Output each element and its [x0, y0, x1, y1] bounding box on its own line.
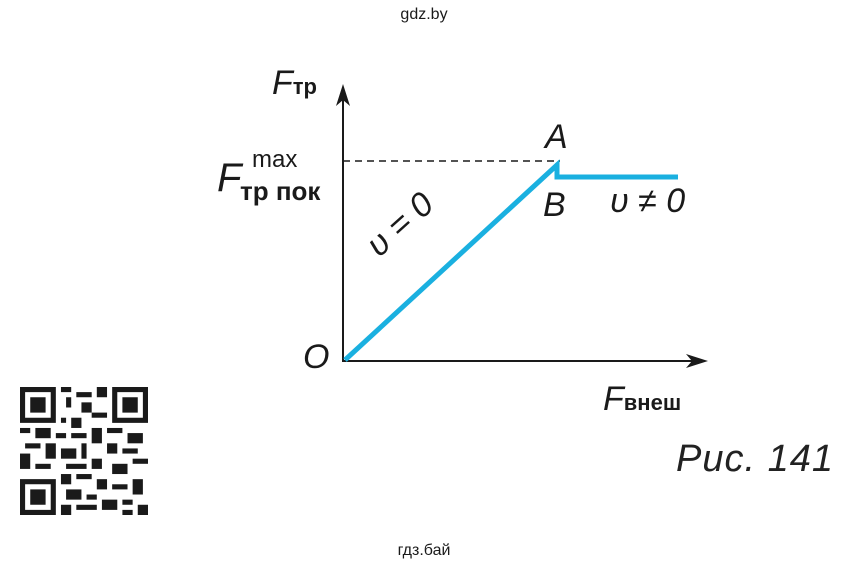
plateau-velocity-label: υ ≠ 0	[610, 182, 686, 220]
watermark-bottom: гдз.бай	[397, 542, 451, 559]
qr-code-icon[interactable]	[20, 387, 148, 515]
watermark-top: gdz.by	[400, 6, 448, 23]
friction-curve	[343, 159, 678, 362]
x-axis-label: Fвнеш	[603, 380, 682, 418]
origin-label: O	[303, 338, 330, 376]
x-axis-arrow	[686, 354, 708, 368]
figure-caption: Рис. 141	[676, 438, 834, 480]
y-tick-max-label: F	[217, 156, 242, 200]
y-tick-subscript: тр пок	[240, 176, 321, 206]
point-b-label: B	[543, 186, 566, 224]
point-a-label: A	[545, 118, 568, 156]
y-axis-arrow	[336, 84, 350, 106]
y-axis-label: Fтр	[272, 64, 317, 102]
y-tick-superscript: max	[252, 146, 298, 173]
